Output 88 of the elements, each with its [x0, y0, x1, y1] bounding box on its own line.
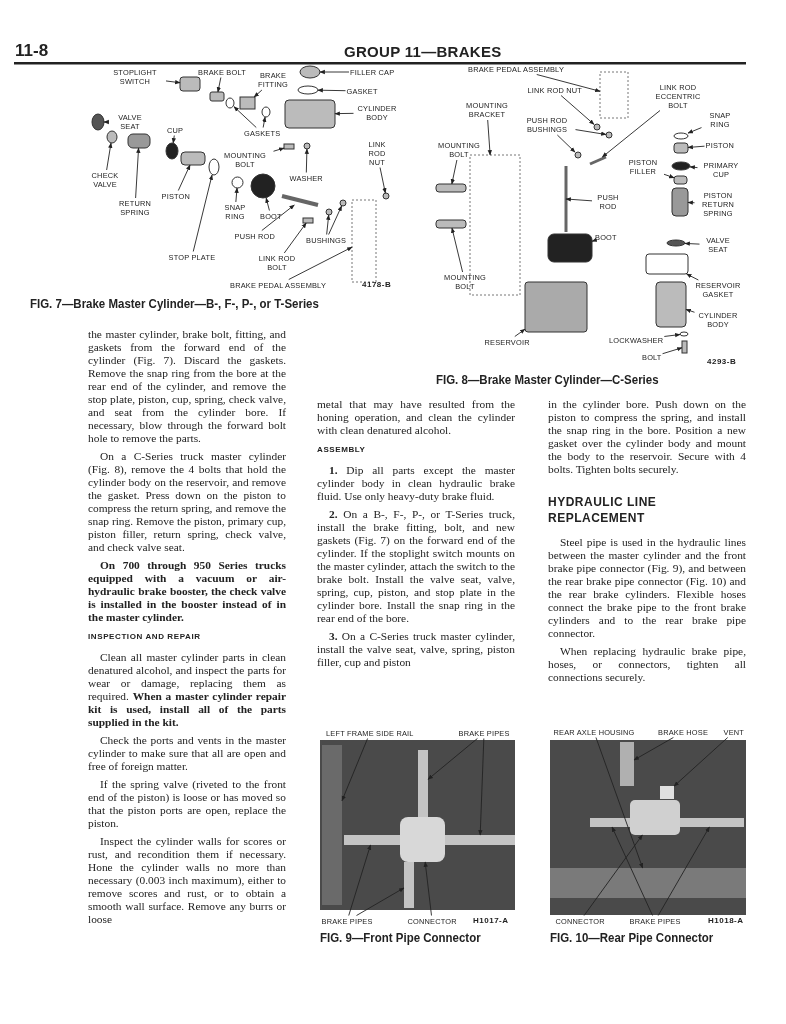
vent-fitting: [660, 786, 674, 799]
nut-drawing: [382, 192, 390, 200]
section-heading: INSPECTION AND REPAIR: [88, 631, 202, 643]
body-paragraph: the master cylinder, brake bolt, fitting, and gaskets from the forward end of the cylinder (Fig. 7). Discard the gaskets. Remove the snap ring from the bore at the rear end of the cylinder, and remove the stop plate, piston, cup, spring, check valve, and seat from the cylinder bore. If necessary, blow through the forward bolt hole to remove the parts.: [88, 328, 286, 445]
bolt-drawing: [209, 91, 225, 102]
leader-line: [171, 135, 177, 144]
figure-caption: FIG. 8—Brake Master Cylinder—C-Series: [436, 372, 659, 387]
body-paragraph: 1. Dip all parts except the master cylinder body in clean hydraulic brake fluid. Use only heavy-duty brake fluid.: [317, 464, 515, 503]
stop-plate-drawing: [208, 158, 220, 176]
pipe-connector: [630, 800, 680, 835]
leader-line: [103, 119, 110, 125]
body-paragraph: Check the ports and vents in the master cylinder to make sure that all are open and free of foreign matter.: [88, 734, 286, 773]
cap-drawing: [299, 65, 321, 79]
gasket-drawing: [645, 253, 689, 275]
fitting-drawing: [239, 96, 256, 110]
body-paragraph: metal that may have resulted from the honing operation, and clean the cylinder with clean denatured alcohol.: [317, 398, 515, 437]
valve-seat-drawing: [91, 113, 105, 131]
cup-drawing: [671, 161, 691, 171]
pipe-connector: [400, 817, 445, 862]
figure-code: H1018-A: [708, 916, 744, 925]
reservoir-drawing: [524, 281, 588, 333]
boot-drawing: [547, 233, 593, 263]
bushing-drawing: [574, 151, 582, 159]
brake-pipe: [590, 818, 630, 827]
push-rod-drawing: [281, 194, 319, 207]
lockwasher-drawing: [679, 331, 689, 337]
nut-drawing: [593, 123, 601, 131]
bolt-drawing: [302, 217, 314, 224]
body-paragraph: On a C-Series truck master cylinder (Fig. 8), remove the 4 bolts that hold the cylinder body on the reservoir, and remove the gasket. Press down on the piston to compress the return spring, and remove the snap ring. Remove the piston, primary cup, piston filler, return spring, check valve, and check valve seat.: [88, 450, 286, 554]
body-paragraph: Clean all master cylinder parts in clean denatured alcohol, and inspect the parts for wear or damage, replacing them as required. When a master cylinder repair kit is used, install all of the parts supplied in the kit.: [88, 651, 286, 729]
section-heading: HYDRAULIC LINE REPLACEMENT: [548, 494, 658, 526]
bushing-drawing: [339, 199, 347, 207]
piston-drawing: [673, 142, 689, 154]
frame-rail: [322, 745, 342, 905]
snap-ring-drawing: [673, 132, 689, 140]
axle-housing: [550, 868, 746, 898]
body-paragraph: If the spring valve (riveted to the front end of the piston) is loose or has moved so that the piston ports are open, replace the piston.: [88, 778, 286, 830]
figure-caption: FIG. 7—Brake Master Cylinder—B-, F-, P-, or T-Series: [30, 296, 319, 311]
body-paragraph: When replacing hydraulic brake pipe, hoses, or connectors, tighten all connections securely.: [548, 645, 746, 684]
check-valve-drawing: [106, 130, 118, 144]
piston-drawing: [180, 151, 206, 166]
brake-pipe: [404, 862, 414, 908]
bolt-drawing: [589, 155, 607, 166]
brake-pipe: [418, 750, 428, 817]
valve-seat-drawing: [666, 239, 686, 247]
spring-drawing: [671, 187, 689, 217]
brake-hose: [620, 742, 634, 786]
spring-drawing: [127, 133, 151, 149]
body-paragraph: in the cylinder bore. Push down on the piston to compress the spring, and install the snap ring in the bore. Position a new gasket over the cylinder body and mount the body to the reservoir. Secure with 4 bolts. Tighten bolts securely.: [548, 398, 746, 476]
cylinder-body-drawing: [655, 281, 687, 328]
body-paragraph: On 700 through 950 Series trucks equipped with a vacuum or air-hydraulic brake booster, the check valve is installed in the booster instead of in the master cylinder.: [88, 559, 286, 624]
leader-line: [591, 237, 598, 242]
figure-caption: FIG. 10—Rear Pipe Connector: [550, 930, 714, 945]
switch-drawing: [179, 76, 201, 92]
figure-code: 4293-B: [707, 357, 737, 366]
figure-code: H1017-A: [473, 916, 509, 925]
leader-line: [689, 165, 698, 170]
gasket-drawing: [225, 97, 235, 109]
pedal-drawing: [351, 199, 377, 283]
running-head: GROUP 11—BRAKES: [344, 43, 502, 60]
bolt-drawing: [435, 183, 467, 193]
cylinder-body-drawing: [284, 99, 336, 129]
page-number: 11-8: [15, 41, 49, 61]
figure-caption: FIG. 9—Front Pipe Connector: [320, 930, 481, 945]
piston-filler-drawing: [673, 175, 688, 185]
cup-drawing: [165, 142, 179, 160]
bushing-drawing: [605, 131, 613, 139]
body-paragraph: Inspect the cylinder walls for scores or rust, and recondition them if necessary. Hone the cylinder walls no more than necessary (0.003 inch maximum), either to remove scores and rust, or to obtain a smooth wall surface. Remove any burrs or loose: [88, 835, 286, 926]
body-paragraph: 2. On a B-, F-, P-, or T-Series truck, install the brake fitting, bolt, and new gaskets (Fig. 7) on the forward end of the cylinder. If the stoplight switch mounts on the master cylinder, attach the switch to the brake bolt. Install the valve seat, valve, spring, cup, piston, and stop plate in the cylinder bore. Install the snap ring in the rear end of the bore.: [317, 508, 515, 625]
bolt-drawing: [681, 340, 688, 354]
section-heading: ASSEMBLY: [317, 444, 367, 456]
boot-drawing: [250, 173, 276, 199]
body-paragraph: 3. On a C-Series truck master cylinder, install the valve seat, valve, spring, piston filler, cup and piston: [317, 630, 515, 669]
pedal-drawing: [599, 71, 629, 119]
push-rod-drawing: [564, 166, 568, 232]
brake-pipe: [445, 835, 515, 845]
gasket-drawing: [297, 85, 319, 95]
figure-code: 4178-B: [362, 280, 392, 289]
body-paragraph: Steel pipe is used in the hydraulic lines between the master cylinder and the front brake pipe connector (Fig. 9), and between the rear brake pipe connector (Fig. 10) and the rear brake cylinders. Flexible hoses connect the brake pipe to the front brake cylinders and to the rear brake pipe connector.: [548, 536, 746, 640]
brake-pipe: [344, 835, 400, 845]
snap-ring-drawing: [231, 176, 244, 189]
bushing-drawing: [325, 208, 333, 216]
leader-line: [687, 200, 695, 205]
bolt-drawing: [435, 219, 467, 229]
brake-pipe: [680, 818, 744, 827]
gasket-drawing: [261, 106, 271, 118]
bolt-drawing: [283, 143, 295, 150]
washer-drawing: [303, 142, 311, 150]
